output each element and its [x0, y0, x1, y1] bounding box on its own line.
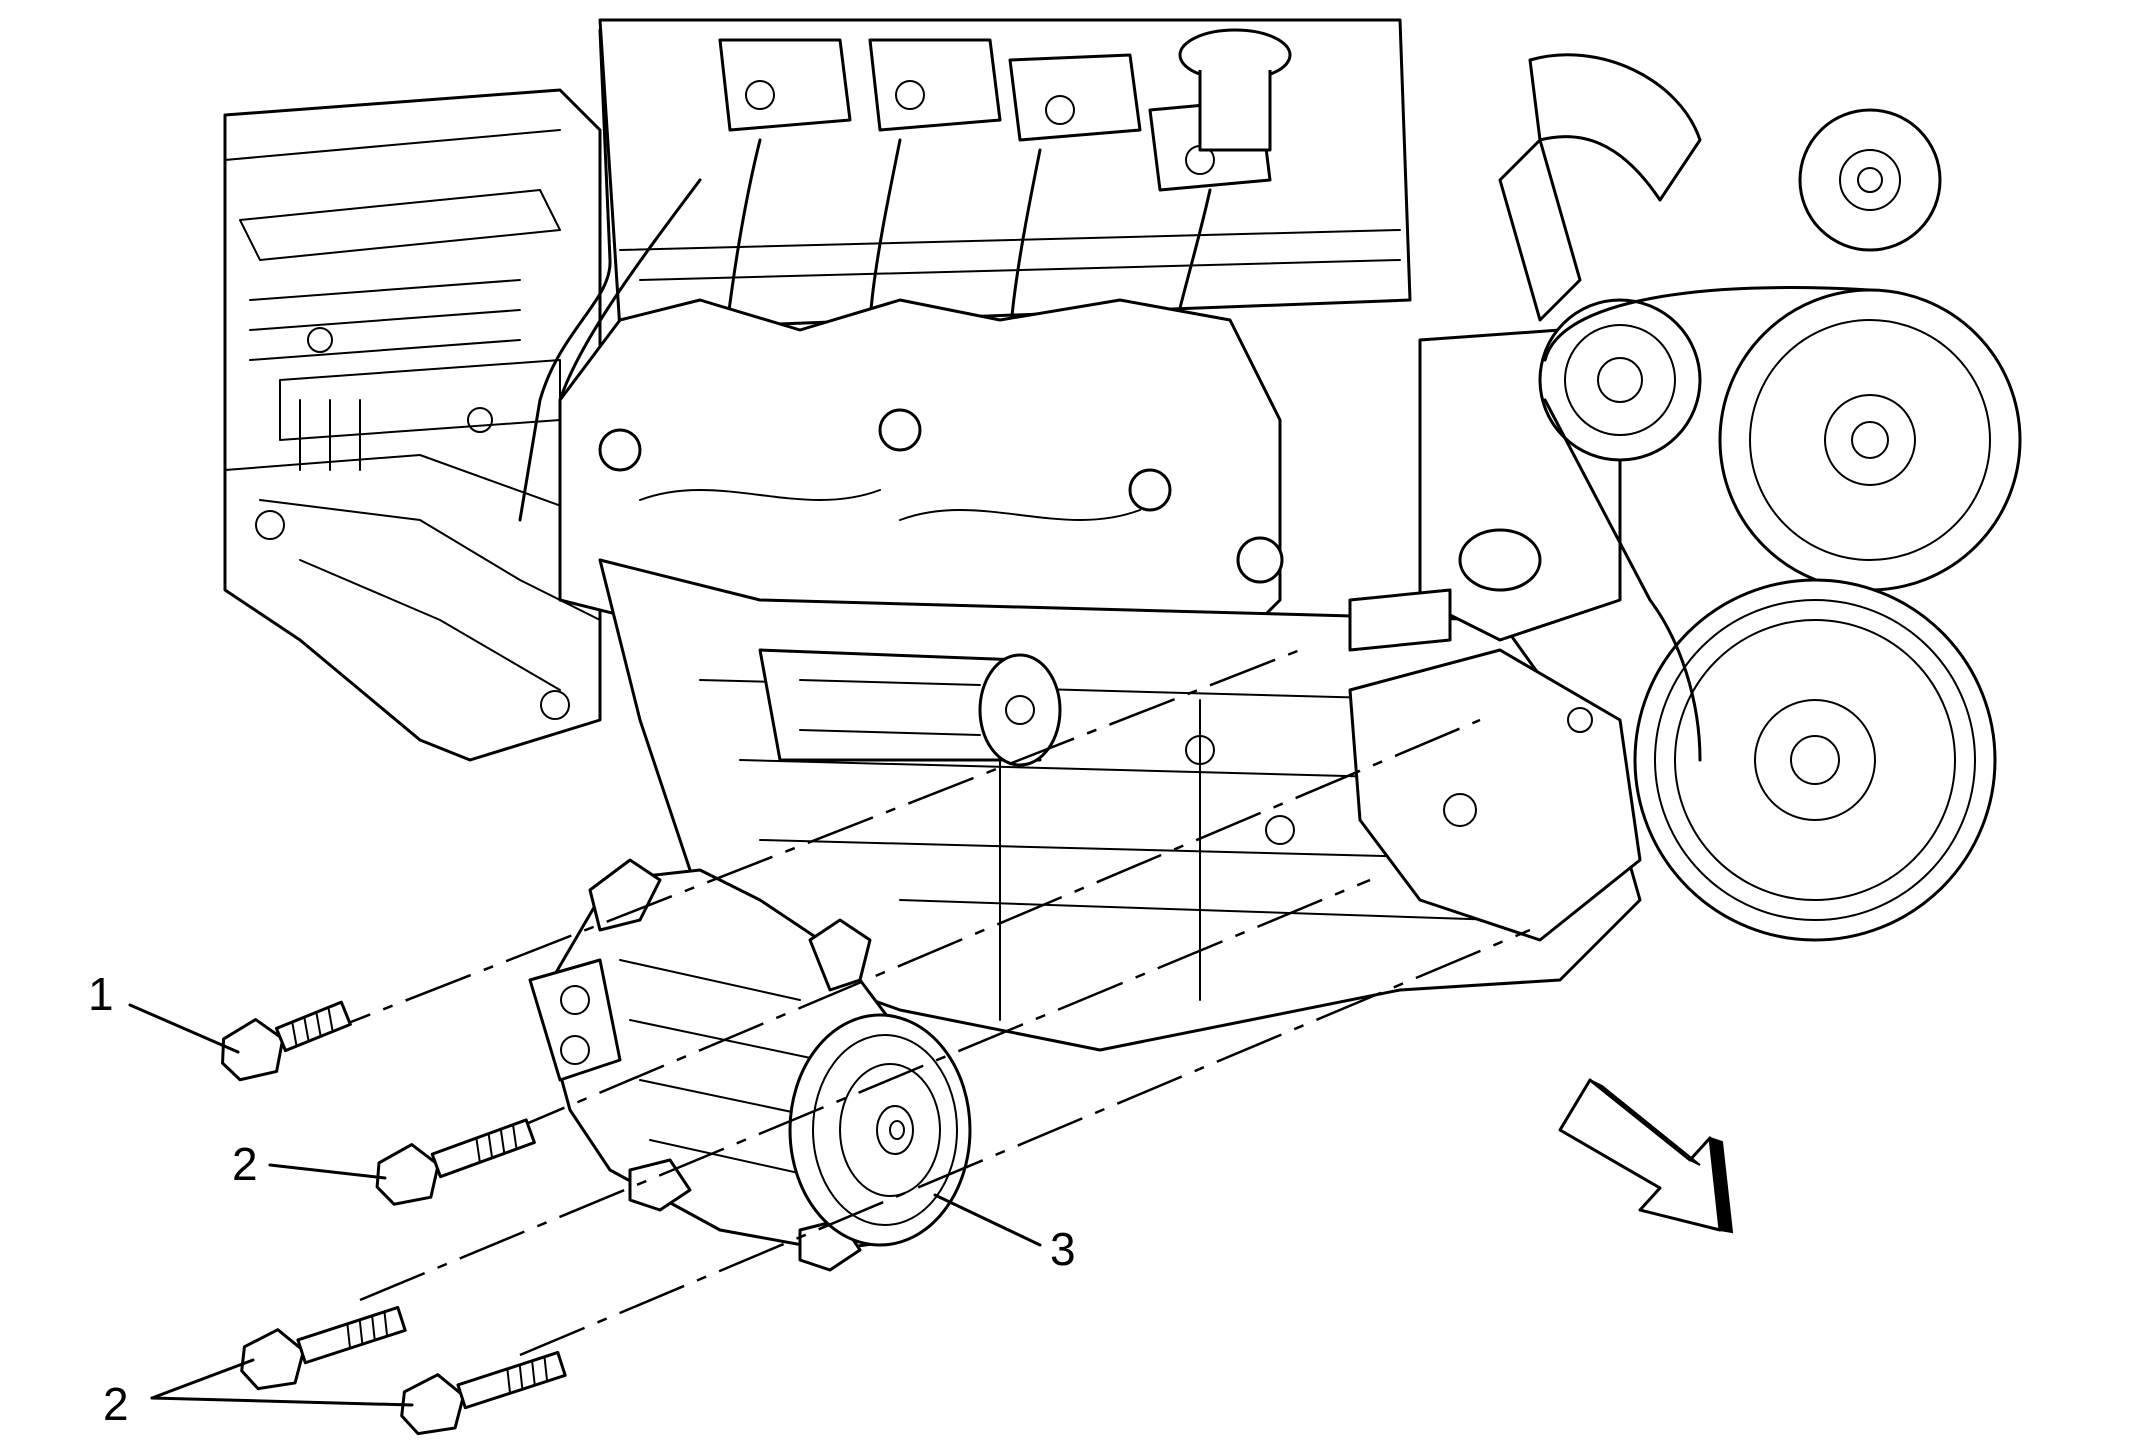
alignment-lines: [304, 648, 1531, 1357]
bolt-1: [221, 1000, 352, 1082]
radiator-hose: [1498, 53, 1702, 322]
valve-cover: [518, 18, 1412, 522]
bolt-2-upper: [375, 1118, 536, 1206]
crankshaft-pulley: [1633, 578, 1997, 942]
leader-3: [933, 1193, 1042, 1247]
dipstick-tube: [518, 28, 612, 522]
bolt-2-lower-left: [240, 1305, 407, 1391]
leader-2-lower-a: [150, 1358, 255, 1400]
leader-lines: [128, 1003, 1042, 1407]
idler-pulley-top: [1798, 108, 1942, 252]
bolt-2-lower-right: [400, 1350, 567, 1436]
oil-fill-cap: [1178, 28, 1292, 152]
ac-compressor: [528, 858, 972, 1272]
transmission-housing: [223, 88, 602, 762]
callout-1: 1: [88, 968, 114, 1020]
compressor-clutch-pulley: [788, 1013, 972, 1247]
compressor-mount-bracket: [1348, 648, 1642, 942]
accessory-drive: [1538, 108, 2022, 942]
leader-1: [128, 1003, 240, 1054]
serpentine-belt: [1543, 286, 1872, 762]
exhaust-manifold: [558, 298, 1284, 642]
callout-3: 3: [1050, 1223, 1076, 1275]
front-direction-arrow-icon: [1558, 1078, 1734, 1234]
starter-motor: [758, 648, 1062, 767]
callout-2-upper: 2: [232, 1138, 258, 1190]
leader-2-upper: [268, 1163, 387, 1180]
leader-2-lower-b: [150, 1396, 414, 1407]
water-pump-pulley: [1718, 288, 2022, 592]
callout-2-lower: 2: [103, 1378, 129, 1430]
tensioner-pulley: [1538, 298, 1702, 462]
engine-assembly: [223, 18, 2022, 1052]
